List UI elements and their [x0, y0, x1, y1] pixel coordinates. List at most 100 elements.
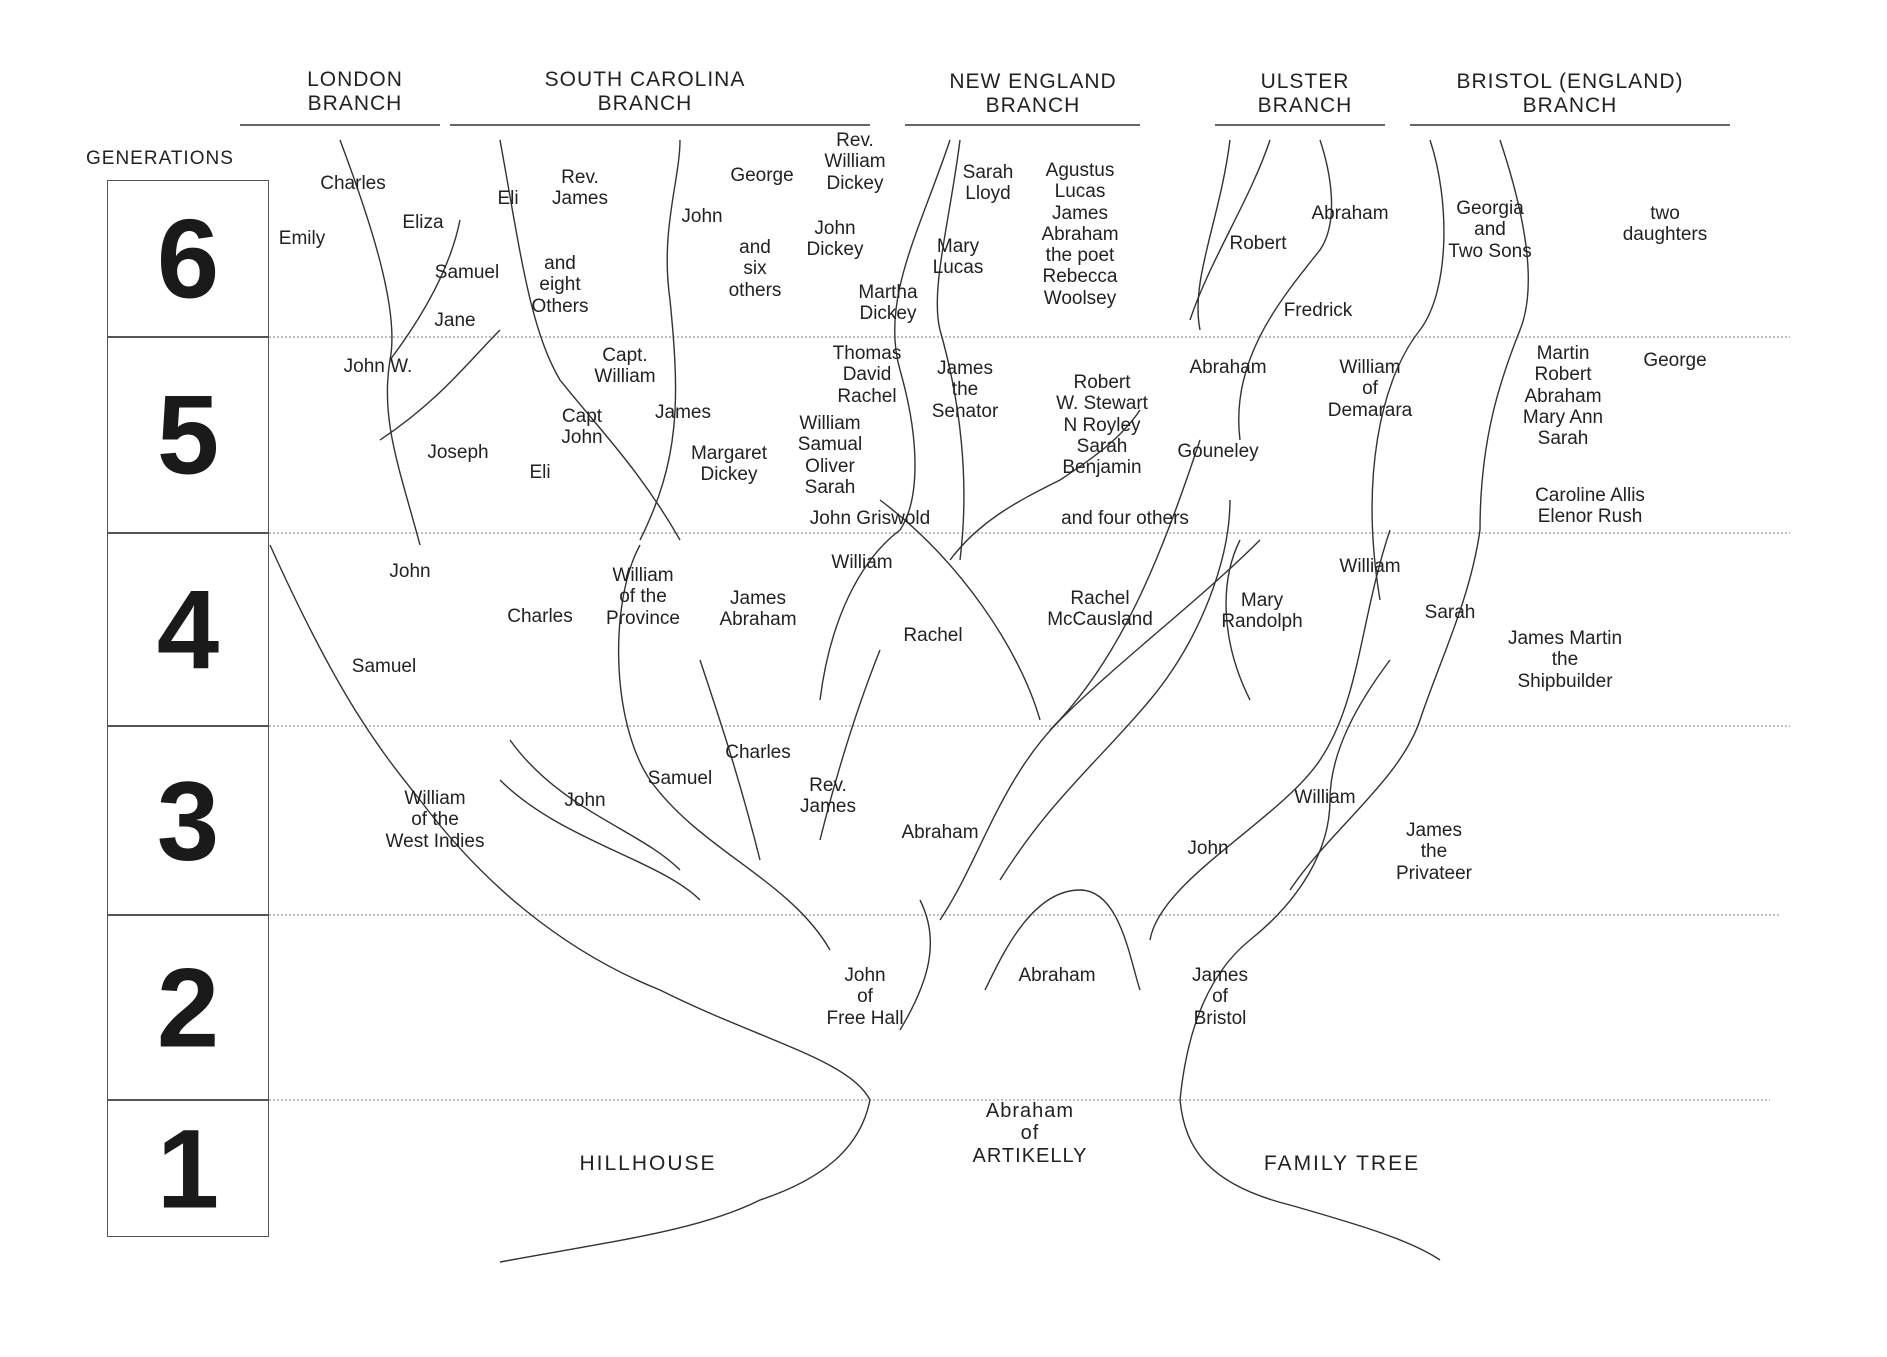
- person-name: John Dickey: [806, 218, 864, 261]
- person-name: George: [730, 165, 794, 186]
- branch-line: [879, 499, 1041, 721]
- generation-number: 4: [156, 567, 220, 692]
- person-name: Samuel: [647, 768, 713, 789]
- branch-line: [1371, 139, 1445, 601]
- person-name: Abraham: [1189, 357, 1267, 378]
- person-name: William: [831, 552, 893, 573]
- person-name: Eli: [497, 188, 519, 209]
- branch-line: [1225, 539, 1251, 701]
- branch-header-new-england: NEW ENGLAND BRANCH: [949, 70, 1117, 118]
- branch-line: [509, 739, 681, 871]
- branch-line: [499, 139, 681, 541]
- person-name: two daughters: [1622, 203, 1708, 246]
- person-name: John: [681, 206, 723, 227]
- generation-box-1: 1: [107, 1100, 269, 1237]
- generation-number: 5: [156, 372, 220, 498]
- person-name: Abraham: [1018, 965, 1096, 986]
- branch-line: [339, 139, 421, 546]
- person-name: Sarah Lloyd: [962, 162, 1014, 205]
- person-name: William: [1294, 787, 1356, 808]
- person-name: John: [1187, 838, 1229, 859]
- person-name: John: [564, 790, 606, 811]
- branch-line: [1479, 139, 1529, 531]
- person-name: Robert: [1229, 233, 1287, 254]
- person-name: Abraham: [901, 822, 979, 843]
- person-name: Georgia and Two Sons: [1448, 198, 1532, 262]
- generation-box-6: 6: [107, 180, 269, 337]
- branch-line: [499, 779, 701, 901]
- person-name: Fredrick: [1283, 300, 1353, 321]
- generation-number: 6: [156, 196, 220, 321]
- person-name: Joseph: [427, 442, 489, 463]
- person-name: George: [1643, 350, 1707, 371]
- person-name: Agustus Lucas James Abraham the poet Reb…: [1041, 160, 1119, 309]
- person-name: Samuel: [351, 656, 417, 677]
- person-name: Emily: [278, 228, 326, 249]
- person-name: Charles: [507, 606, 573, 627]
- generations-label: GENERATIONS: [86, 148, 234, 169]
- person-name: Margaret Dickey: [690, 443, 768, 486]
- footer-left-title: HILLHOUSE: [579, 1152, 717, 1175]
- person-name: Rev. William Dickey: [824, 130, 886, 194]
- person-name: Charles: [725, 742, 791, 763]
- person-name: Charles: [320, 173, 386, 194]
- branch-line: [699, 659, 761, 861]
- ground-line: [1179, 1099, 1441, 1261]
- branch-line: [936, 139, 965, 561]
- branch-line: [639, 139, 681, 541]
- person-name: James of Bristol: [1192, 965, 1248, 1029]
- person-name: Robert W. Stewart N Royley Sarah Benjami…: [1056, 372, 1148, 479]
- person-name: Gouneley: [1177, 441, 1259, 462]
- person-name: William of the West Indies: [385, 788, 485, 852]
- generation-number: 3: [156, 758, 220, 883]
- branch-header-london: LONDON BRANCH: [307, 68, 403, 116]
- root-ancestor: Abraham of ARTIKELLY: [972, 1100, 1088, 1167]
- generation-box-2: 2: [107, 915, 269, 1100]
- person-name: Martin Robert Abraham Mary Ann Sarah: [1522, 343, 1604, 450]
- person-name: William Samual Oliver Sarah: [797, 413, 863, 498]
- person-name: William of Demarara: [1327, 357, 1413, 421]
- person-name: Capt John: [561, 406, 603, 449]
- person-name: John W.: [343, 356, 413, 377]
- branch-line: [1197, 139, 1231, 331]
- trunk-right: [1179, 659, 1391, 1101]
- person-name: William: [1339, 556, 1401, 577]
- branch-line: [999, 499, 1231, 881]
- person-name: Rev. James: [552, 167, 608, 210]
- branch-line: [984, 889, 1141, 991]
- branch-line: [1149, 529, 1391, 941]
- person-name: James Abraham: [719, 588, 797, 631]
- footer-right-title: FAMILY TREE: [1263, 1152, 1421, 1175]
- person-name: Rachel: [903, 625, 963, 646]
- trunk-left: [269, 544, 871, 1101]
- person-name: James the Privateer: [1395, 820, 1473, 884]
- person-name: John Griswold: [809, 508, 931, 529]
- person-name: Jane: [434, 310, 476, 331]
- branch-line: [1049, 439, 1201, 731]
- person-name: Thomas David Rachel: [832, 343, 902, 407]
- branch-line: [949, 409, 1141, 561]
- person-name: and eight Others: [531, 253, 589, 317]
- person-name: Martha Dickey: [858, 282, 918, 325]
- branch-line: [1289, 529, 1481, 891]
- branch-line: [819, 649, 881, 841]
- branch-line: [617, 544, 831, 951]
- person-name: and six others: [728, 237, 782, 301]
- person-name: John of Free Hall: [826, 965, 904, 1029]
- branch-header-south-carolina: SOUTH CAROLINA BRANCH: [544, 68, 746, 116]
- generation-box-4: 4: [107, 533, 269, 726]
- person-name: Eliza: [402, 212, 444, 233]
- person-name: Caroline Allis Elenor Rush: [1535, 485, 1645, 528]
- branch-line: [819, 369, 916, 701]
- branch-line: [899, 899, 932, 1031]
- person-name: Rev. James: [800, 775, 856, 818]
- branch-line: [893, 139, 951, 371]
- branch-header-bristol: BRISTOL (ENGLAND) BRANCH: [1456, 70, 1684, 118]
- person-name: Eli: [529, 462, 551, 483]
- person-name: James Martin the Shipbuilder: [1507, 628, 1623, 692]
- generation-number: 2: [156, 945, 220, 1070]
- person-name: Abraham: [1311, 203, 1389, 224]
- person-name: Sarah: [1424, 602, 1476, 623]
- person-name: William of the Province: [606, 565, 680, 629]
